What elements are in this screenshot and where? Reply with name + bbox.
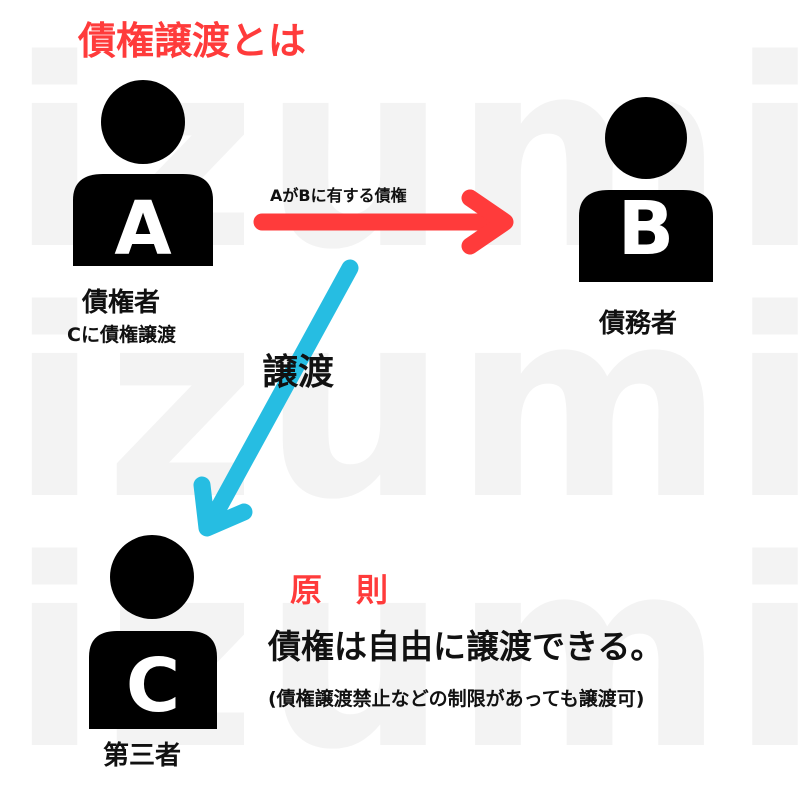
person-b-icon: B <box>571 94 721 282</box>
person-a-role: 債権者 <box>82 288 161 318</box>
watermark-line-2: izumin <box>10 255 800 557</box>
arrow-a-to-c <box>193 259 359 537</box>
diagram-title: 債権譲渡とは <box>78 19 307 63</box>
person-a-letter: A <box>114 186 171 266</box>
arrow-a-to-c-label: 譲渡 <box>262 352 335 393</box>
person-c-icon: C <box>85 533 220 729</box>
arrow-a-to-b-label: AがBに有する債権 <box>270 186 407 205</box>
principle-heading: 原則 <box>290 571 423 609</box>
person-b-role: 債務者 <box>599 309 678 339</box>
person-a-note: Cに債権譲渡 <box>67 324 176 346</box>
person-a-icon: A <box>63 78 223 266</box>
person-b-letter: B <box>618 186 674 272</box>
person-c-role: 第三者 <box>103 741 182 771</box>
arrow-a-to-b <box>253 189 514 255</box>
principle-note: (債権譲渡禁止などの制限があっても譲渡可) <box>268 688 645 710</box>
principle-statement: 債権は自由に譲渡できる。 <box>268 627 664 666</box>
person-c-letter: C <box>126 643 180 729</box>
